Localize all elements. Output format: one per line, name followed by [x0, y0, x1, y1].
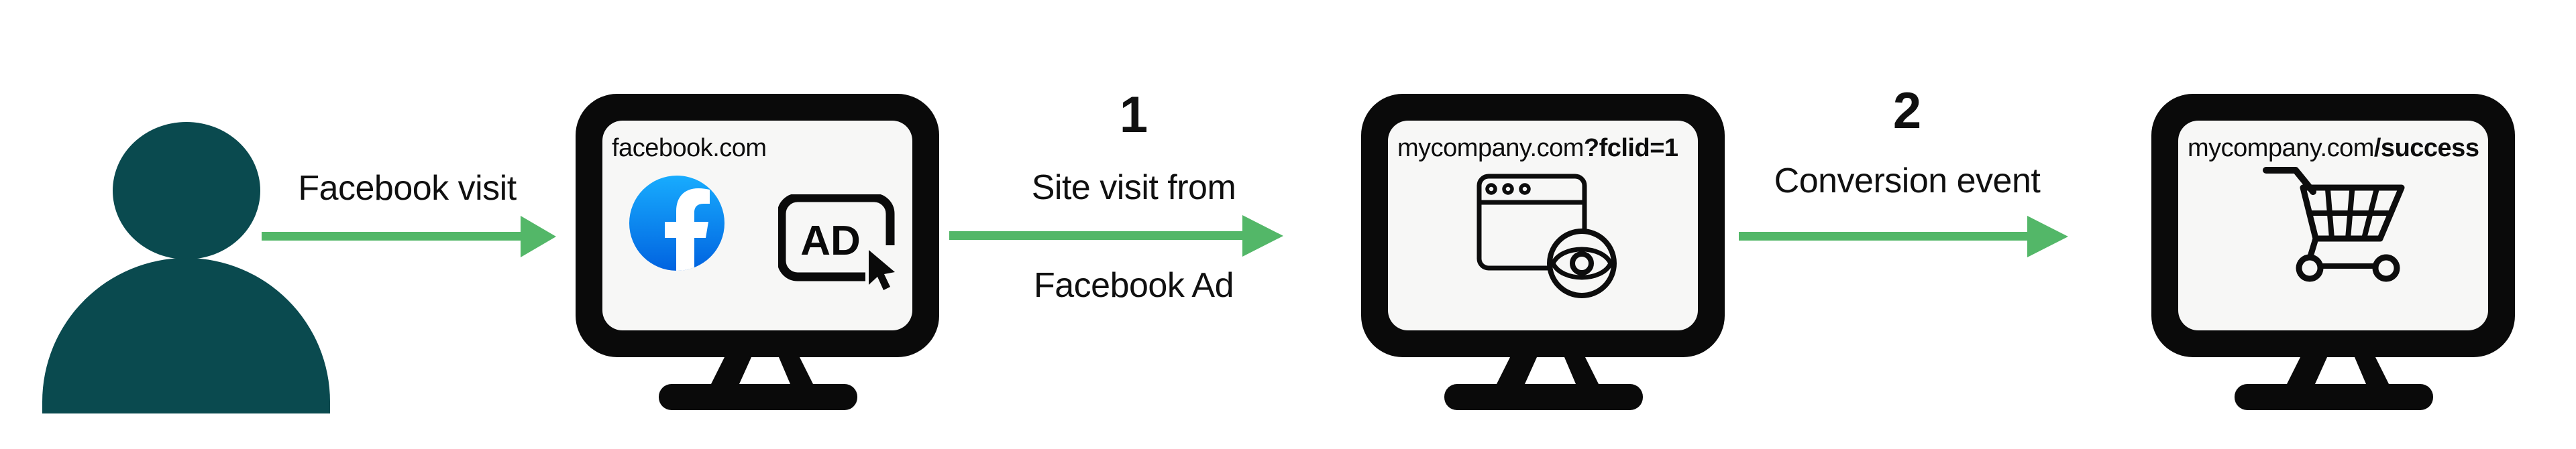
facebook-logo-icon — [629, 176, 724, 271]
shopping-cart-icon — [2263, 167, 2405, 282]
arrow-facebook-visit — [262, 232, 521, 241]
url-suffix: ?fclid=1 — [1583, 134, 1678, 162]
arrow-site-visit-head — [1242, 215, 1283, 257]
person-icon-body — [42, 258, 330, 413]
monitor-frame — [576, 94, 939, 357]
url-landing: mycompany.com?fclid=1 — [1397, 134, 1678, 163]
eye-icon — [1547, 229, 1617, 298]
url-text: mycompany.com — [2188, 134, 2374, 162]
arrow-conversion — [1739, 232, 2027, 241]
monitor-stand — [659, 357, 857, 410]
url-facebook: facebook.com — [612, 134, 767, 163]
step-1-number: 1 — [1119, 86, 1148, 143]
monitor-stand — [1444, 357, 1643, 410]
monitor-frame — [1361, 94, 1725, 357]
cursor-icon — [869, 250, 895, 290]
browser-window-icon — [1477, 174, 1617, 298]
step-2-number: 2 — [1892, 82, 1922, 139]
monitor-stand — [2235, 357, 2433, 410]
url-suffix: /success — [2373, 134, 2479, 162]
monitor-success-page: mycompany.com/success — [2151, 94, 2515, 415]
arrow-facebook-visit-head — [521, 216, 556, 257]
url-text: mycompany.com — [1397, 134, 1584, 162]
label-conversion-event: Conversion event — [1774, 162, 2041, 200]
person-icon — [113, 122, 260, 259]
ad-click-icon: AD — [778, 194, 906, 295]
arrow-conversion-head — [2027, 216, 2068, 257]
label-site-visit-line2: Facebook Ad — [1033, 266, 1234, 305]
url-success: mycompany.com/success — [2188, 134, 2479, 163]
monitor-screen — [1388, 121, 1698, 330]
arrow-site-visit — [949, 231, 1242, 240]
label-site-visit-line1: Site visit from — [1031, 168, 1236, 207]
label-facebook-visit: Facebook visit — [298, 169, 517, 208]
monitor-facebook: facebook.com AD — [576, 94, 939, 415]
ad-label: AD — [800, 218, 861, 264]
url-text: facebook.com — [612, 134, 767, 162]
monitor-landing-page: mycompany.com?fclid=1 — [1361, 94, 1725, 415]
